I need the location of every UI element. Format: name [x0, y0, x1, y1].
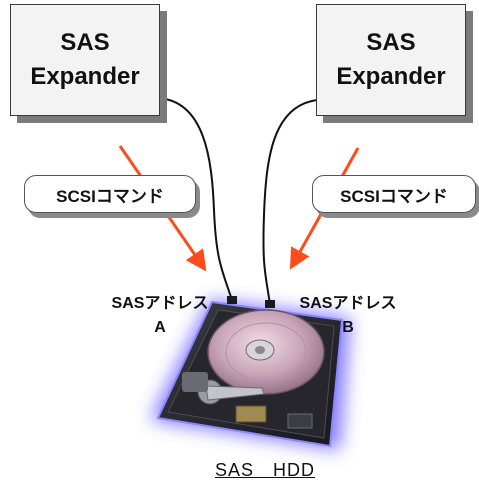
sas-address-b-title: SASアドレス [299, 295, 397, 312]
expander-left-line1: SAS [60, 29, 110, 56]
sas-hdd-label: SAS HDD [214, 460, 315, 480]
hdd-actuator-arm [182, 372, 265, 405]
sas-expander-right: SAS Expander [316, 4, 466, 116]
sas-address-b: SASアドレス B [292, 292, 404, 340]
cable-right [262, 99, 318, 306]
sas-address-b-letter: B [342, 319, 354, 336]
expander-left-line2: Expander [30, 63, 140, 90]
hdd-image [150, 300, 350, 450]
sas-expander-left: SAS Expander [10, 4, 160, 116]
sas-address-a: SASアドレス A [104, 292, 216, 340]
scsi-command-left-text: SCSIコマンド [56, 186, 164, 206]
expander-right-line1: SAS [366, 29, 416, 56]
sas-address-a-title: SASアドレス [111, 295, 209, 312]
scsi-command-right-text: SCSIコマンド [340, 186, 448, 206]
scsi-command-label-right: SCSIコマンド [312, 175, 476, 213]
cable-left [156, 97, 233, 301]
sas-address-a-letter: A [154, 319, 166, 336]
expander-right-line2: Expander [336, 63, 446, 90]
scsi-command-label-left: SCSIコマンド [24, 175, 196, 213]
